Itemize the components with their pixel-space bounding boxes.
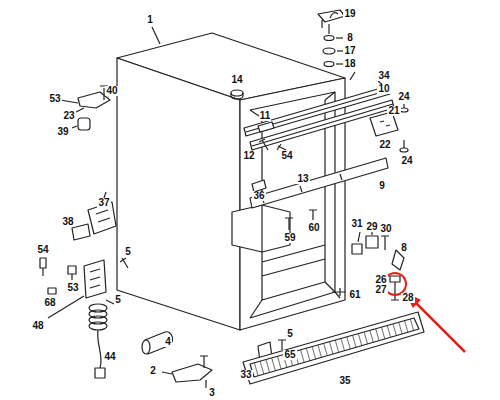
- callout-number: 36: [252, 191, 265, 201]
- callout-number: 22: [378, 140, 391, 150]
- callout-number: 8: [346, 33, 354, 43]
- callout-number: 61: [348, 290, 361, 300]
- callout-number: 14: [230, 75, 243, 85]
- callout-number: 48: [31, 321, 44, 331]
- callout-number: 19: [343, 9, 356, 19]
- callout-number: 53: [48, 94, 61, 104]
- callout-number: 40: [105, 86, 118, 96]
- callout-number: 10: [377, 84, 390, 94]
- toe-grille: [243, 312, 424, 384]
- callout-number: 24: [397, 92, 410, 102]
- callout-number: 39: [56, 127, 69, 137]
- callout-number: 21: [387, 106, 400, 116]
- callout-number: 24: [400, 156, 413, 166]
- power-cord: [89, 300, 114, 378]
- callout-number: 59: [283, 233, 296, 243]
- callout-number: 60: [307, 223, 320, 233]
- callout-number: 34: [377, 71, 390, 81]
- callout-number: 3: [208, 388, 216, 398]
- callout-number: 28: [401, 293, 414, 303]
- callout-number: 12: [242, 151, 255, 161]
- callout-number: 44: [103, 352, 116, 362]
- callout-number: 54: [36, 245, 49, 255]
- callout-number: 33: [239, 370, 252, 380]
- callout-number: 31: [350, 219, 363, 229]
- pointer-arrow: [412, 299, 465, 352]
- callout-number: 5: [124, 247, 132, 257]
- callout-number: 30: [379, 224, 392, 234]
- callout-number: 26: [374, 275, 387, 285]
- callout-number: 23: [62, 111, 75, 121]
- callout-number: 35: [338, 376, 351, 386]
- callout-number: 4: [164, 337, 172, 347]
- callout-number: 65: [283, 350, 296, 360]
- callout-number: 29: [365, 222, 378, 232]
- callout-number: 53: [66, 283, 79, 293]
- callout-number: 11: [259, 111, 272, 121]
- callout-number: 54: [280, 151, 293, 161]
- callout-number: 2: [149, 366, 157, 376]
- callout-number: 27: [374, 285, 387, 295]
- callout-number: 8: [400, 243, 408, 253]
- callout-number: 5: [286, 329, 294, 339]
- callout-number: 9: [378, 181, 386, 191]
- callout-number: 68: [43, 298, 56, 308]
- callout-number: 38: [61, 217, 74, 227]
- callout-number: 37: [97, 198, 110, 208]
- callout-number: 5: [114, 295, 122, 305]
- callout-number: 18: [343, 59, 356, 69]
- callout-number: 17: [343, 46, 356, 56]
- callout-number: 1: [146, 15, 154, 25]
- callout-number: 13: [296, 174, 309, 184]
